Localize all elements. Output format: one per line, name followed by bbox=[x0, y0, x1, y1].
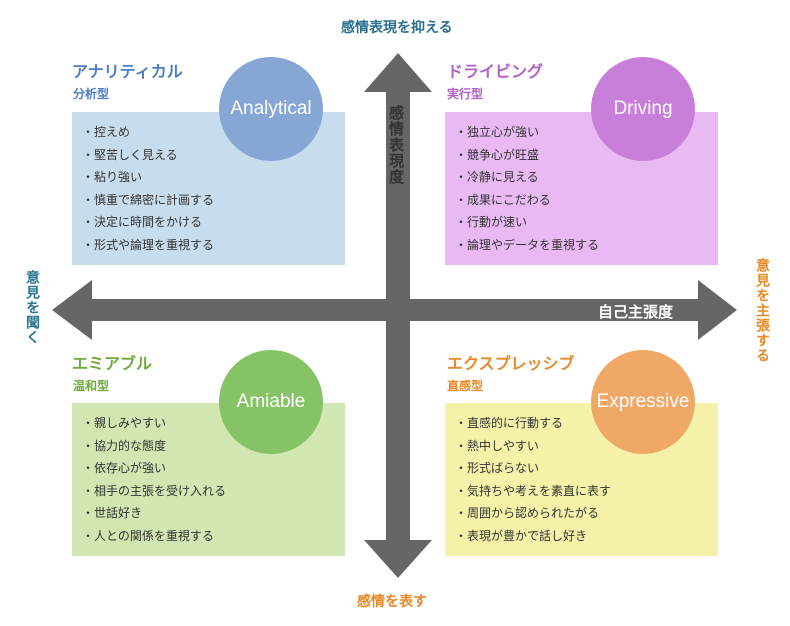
trait-item: 形式ばらない bbox=[455, 457, 718, 480]
trait-item: 直感的に行動する bbox=[455, 412, 718, 435]
trait-item: 慎重で綿密に計画する bbox=[82, 189, 345, 212]
analytical-traits-box: 控えめ 堅苦しく見える 粘り強い 慎重で綿密に計画する 決定に時間をかける 形式… bbox=[72, 112, 345, 265]
expressive-title: エクスプレッシブ bbox=[447, 354, 575, 373]
right-axis-label: 意見を主張する bbox=[754, 258, 770, 363]
trait-item: 行動が速い bbox=[455, 211, 718, 234]
bottom-axis-label: 感情を表す bbox=[357, 594, 427, 610]
trait-item: 熱中しやすい bbox=[455, 435, 718, 458]
left-axis-label: 意見を聞く bbox=[24, 270, 40, 345]
trait-item: 表現が豊かで話し好き bbox=[455, 525, 718, 548]
analytical-subtitle: 分析型 bbox=[73, 87, 110, 101]
trait-item: 控えめ bbox=[82, 121, 345, 144]
trait-item: 堅苦しく見える bbox=[82, 144, 345, 167]
trait-item: 協力的な態度 bbox=[82, 435, 345, 458]
top-axis-label: 感情表現を抑える bbox=[341, 20, 453, 36]
analytical-traits-list: 控えめ 堅苦しく見える 粘り強い 慎重で綿密に計画する 決定に時間をかける 形式… bbox=[72, 112, 345, 256]
trait-item: 粘り強い bbox=[82, 166, 345, 189]
amiable-subtitle: 温和型 bbox=[73, 379, 110, 393]
trait-item: 人との関係を重視する bbox=[82, 525, 345, 548]
horizontal-axis-name: 自己主張度 bbox=[598, 303, 674, 321]
trait-item: 論理やデータを重視する bbox=[455, 234, 718, 257]
driving-circle: Driving bbox=[591, 57, 695, 161]
amiable-circle: Amiable bbox=[219, 350, 323, 454]
analytical-title: アナリティカル bbox=[72, 62, 183, 81]
driving-traits-list: 独立心が強い 競争心が旺盛 冷静に見える 成果にこだわる 行動が速い 論理やデー… bbox=[445, 112, 718, 256]
trait-item: 気持ちや考えを素直に表す bbox=[455, 480, 718, 503]
analytical-circle: Analytical bbox=[219, 57, 323, 161]
trait-item: 親しみやすい bbox=[82, 412, 345, 435]
expressive-traits-list: 直感的に行動する 熱中しやすい 形式ばらない 気持ちや考えを素直に表す 周囲から… bbox=[445, 403, 718, 547]
driving-subtitle: 実行型 bbox=[447, 87, 484, 101]
expressive-circle: Expressive bbox=[591, 350, 695, 454]
trait-item: 世話好き bbox=[82, 502, 345, 525]
amiable-title: エミアブル bbox=[72, 354, 153, 373]
amiable-traits-list: 親しみやすい 協力的な態度 依存心が強い 相手の主張を受け入れる 世話好き 人と… bbox=[72, 403, 345, 547]
trait-item: 独立心が強い bbox=[455, 121, 718, 144]
horizontal-axis-arrow bbox=[52, 280, 737, 340]
trait-item: 競争心が旺盛 bbox=[455, 144, 718, 167]
driving-title: ドライビング bbox=[447, 62, 544, 81]
trait-item: 成果にこだわる bbox=[455, 189, 718, 212]
expressive-subtitle: 直感型 bbox=[447, 379, 484, 393]
trait-item: 周囲から認められたがる bbox=[455, 502, 718, 525]
trait-item: 依存心が強い bbox=[82, 457, 345, 480]
trait-item: 冷静に見える bbox=[455, 166, 718, 189]
vertical-axis-name: 感情表現度 bbox=[387, 105, 405, 185]
trait-item: 決定に時間をかける bbox=[82, 211, 345, 234]
trait-item: 相手の主張を受け入れる bbox=[82, 480, 345, 503]
driving-traits-box: 独立心が強い 競争心が旺盛 冷静に見える 成果にこだわる 行動が速い 論理やデー… bbox=[445, 112, 718, 265]
trait-item: 形式や論理を重視する bbox=[82, 234, 345, 257]
